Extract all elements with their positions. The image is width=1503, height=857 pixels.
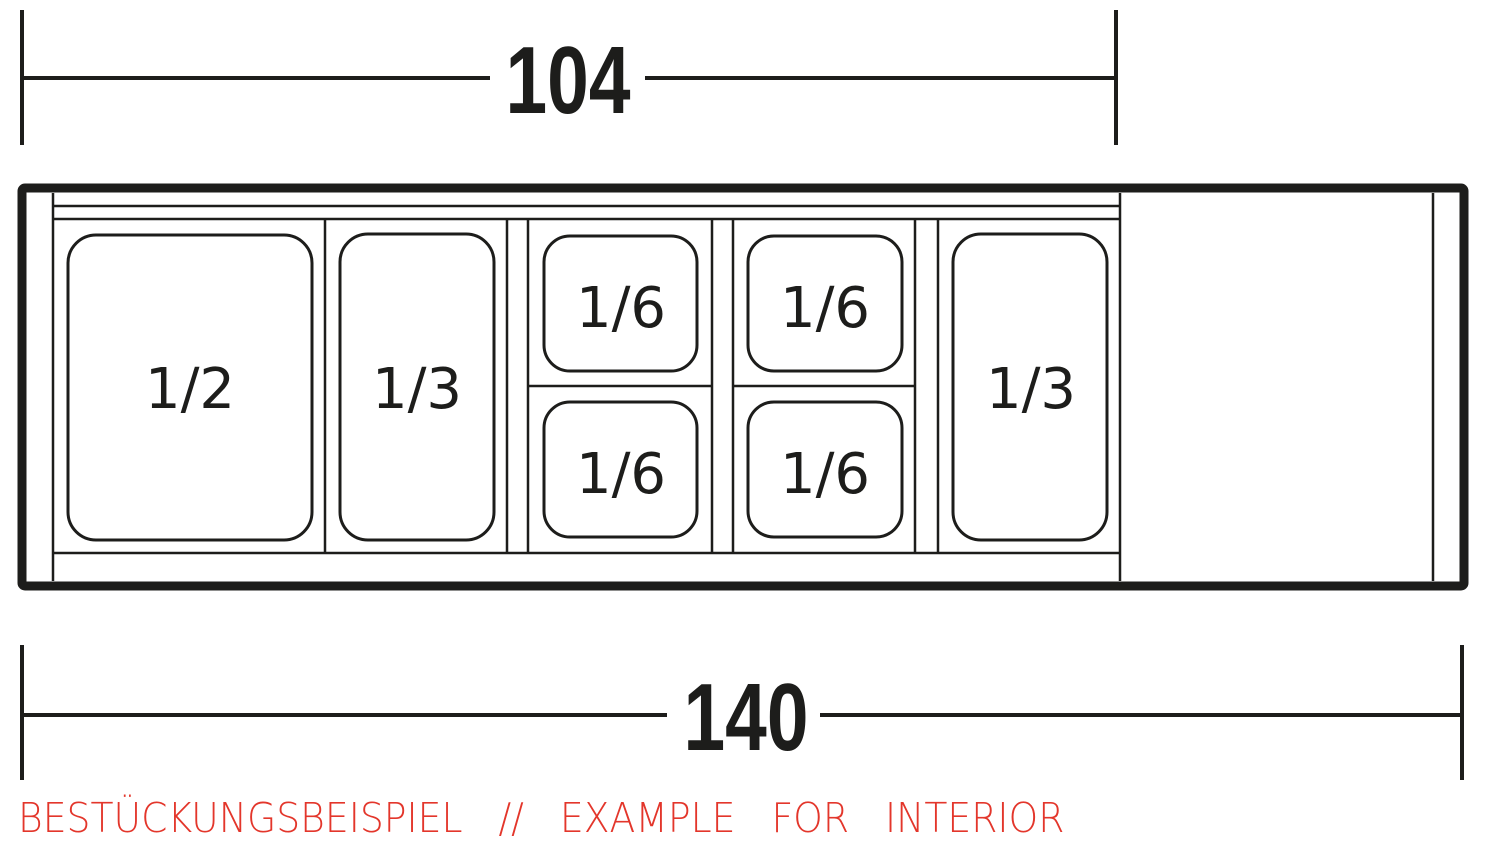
pan-1-6-a	[542, 234, 699, 373]
caption: BESTÜCKUNGSBEISPIEL // EXAMPLE FOR INTER…	[18, 794, 1065, 842]
pan-label: 1/3	[986, 357, 1076, 422]
pan-label: 1/2	[145, 357, 235, 422]
pan-label: 1/3	[372, 357, 462, 422]
dimension-label-104: 104	[506, 27, 631, 134]
dimension-104	[20, 10, 1118, 145]
pan-label: 1/6	[780, 442, 870, 507]
pan-1-6-b	[542, 400, 699, 539]
unit-inner-lines	[51, 193, 1435, 581]
dimension-label-140: 140	[684, 664, 809, 771]
unit-outer-frame	[17, 183, 1469, 591]
pan-1-3-left	[338, 232, 496, 542]
pan-1-2	[66, 233, 314, 542]
pan-label: 1/6	[780, 276, 870, 341]
pan-1-6-d	[746, 400, 904, 539]
pan-1-3-right	[951, 232, 1109, 542]
dimension-140	[20, 645, 1464, 780]
pan-label: 1/6	[576, 276, 666, 341]
pan-1-6-c	[746, 234, 904, 373]
pan-label: 1/6	[576, 442, 666, 507]
